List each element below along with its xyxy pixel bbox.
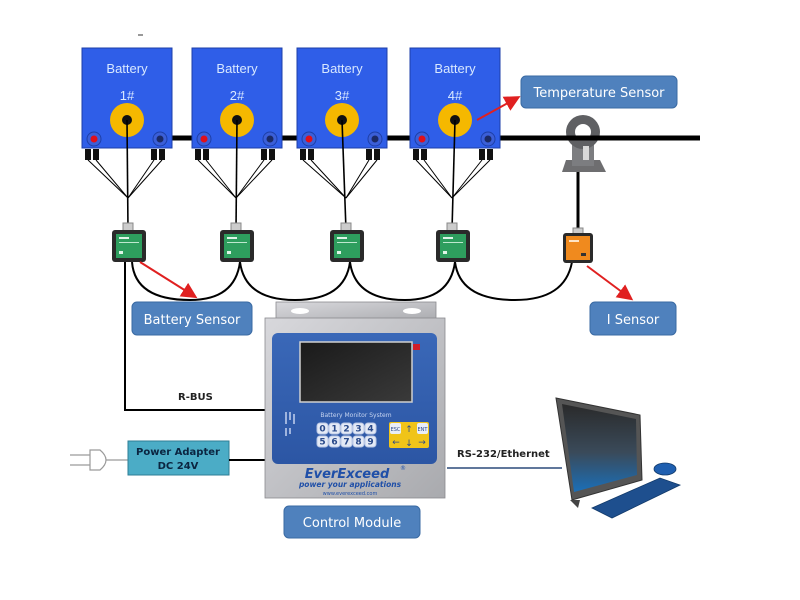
power-adapter-voltage: DC 24V — [158, 461, 199, 472]
battery-number: 3# — [335, 88, 350, 103]
current-transducer-icon — [560, 115, 606, 232]
enter-key[interactable] — [417, 423, 428, 434]
keypad-key-label: 5 — [319, 438, 325, 448]
svg-text:ENT: ENT — [418, 427, 429, 433]
desktop-computer-icon — [555, 397, 682, 519]
sensor-wiring — [87, 119, 491, 231]
keypad-key-9[interactable] — [364, 435, 377, 448]
r-bus-line: R-BUS — [124, 262, 275, 411]
indicator-labels — [285, 412, 295, 436]
callout-arrows — [139, 96, 634, 301]
power-adapter-label: Power Adapter — [136, 447, 220, 458]
rs232-label: RS-232/Ethernet — [457, 449, 550, 460]
keypad-key-1[interactable] — [328, 422, 341, 435]
battery-sensor-arrow — [139, 261, 198, 299]
keypad-key-0[interactable] — [316, 422, 329, 435]
battery-sensor-module-3 — [330, 222, 364, 262]
callout-battery-sensor: Battery Sensor — [131, 301, 253, 336]
navigation-pad: ESC ENT ↑ ↓ ← → — [389, 422, 429, 449]
current-sensor-module — [563, 227, 593, 263]
battery-sensor-label: Battery Sensor — [144, 313, 241, 328]
registered-mark: ® — [400, 465, 406, 472]
positive-terminal-icon — [305, 135, 313, 143]
i-sensor-label: I Sensor — [607, 313, 660, 328]
keypad-key-7[interactable] — [340, 435, 353, 448]
power-adapter-box — [127, 440, 230, 476]
positive-terminal-icon — [90, 135, 98, 143]
negative-terminal-icon — [266, 135, 274, 143]
negative-terminal-icon — [484, 135, 492, 143]
keypad-key-3[interactable] — [352, 422, 365, 435]
power-supply: Power Adapter DC 24V — [70, 440, 272, 476]
battery-label: Battery — [216, 61, 258, 76]
keypad-key-label: 2 — [343, 425, 349, 435]
callout-control-module: Control Module — [283, 505, 421, 539]
battery-number: 2# — [230, 88, 245, 103]
keypad-key-label: 7 — [343, 438, 349, 448]
negative-terminal-icon — [371, 135, 379, 143]
i-sensor-arrow — [586, 265, 634, 301]
up-arrow-key[interactable]: ↑ — [405, 425, 413, 435]
power-plug-icon — [70, 449, 128, 471]
brand-tagline: power your applications — [298, 480, 402, 489]
keypad-key-label: 4 — [367, 425, 373, 435]
brand-website: www.everexceed.com — [323, 491, 378, 497]
keypad-key-8[interactable] — [352, 435, 365, 448]
battery-sensor-module-2 — [220, 222, 254, 262]
mouse-icon — [653, 462, 677, 476]
battery-3: Battery 3# — [296, 47, 388, 160]
keypad-key-label: 6 — [331, 438, 337, 448]
negative-terminal-icon — [156, 135, 164, 143]
esc-key[interactable] — [390, 423, 401, 434]
positive-terminal-icon — [200, 135, 208, 143]
battery-label: Battery — [106, 61, 148, 76]
r-bus-chain — [131, 261, 573, 302]
keypad-key-5[interactable] — [316, 435, 329, 448]
keypad-key-6[interactable] — [328, 435, 341, 448]
callout-temperature-sensor: Temperature Sensor — [520, 75, 678, 109]
temperature-sensor-label: Temperature Sensor — [532, 86, 665, 101]
keypad-key-label: 8 — [355, 438, 361, 448]
right-arrow-key[interactable]: → — [418, 438, 426, 448]
keyboard-icon — [591, 477, 682, 519]
keypad-key-label: 0 — [319, 425, 325, 435]
rs232-link: RS-232/Ethernet — [447, 449, 562, 469]
temperature-sensor-arrow — [476, 96, 521, 121]
sensor-modules — [112, 222, 593, 263]
battery-1: Battery 1# — [81, 47, 173, 160]
callout-i-sensor: I Sensor — [589, 301, 677, 336]
left-arrow-key[interactable]: ← — [392, 438, 400, 448]
battery-number: 1# — [120, 88, 135, 103]
battery-bank: Battery 1# Battery 2# Battery 3# Battery 4# — [81, 47, 501, 160]
keypad-key-4[interactable] — [364, 422, 377, 435]
control-module-label: Control Module — [303, 516, 401, 531]
r-bus-label: R-BUS — [178, 392, 213, 403]
keypad-key-label: 1 — [331, 425, 337, 435]
positive-terminal-icon — [418, 135, 426, 143]
battery-label: Battery — [321, 61, 363, 76]
svg-text:ESC: ESC — [391, 427, 401, 433]
lcd-screen — [299, 341, 413, 403]
keypad-key-2[interactable] — [340, 422, 353, 435]
battery-sensor-module-1 — [112, 222, 146, 262]
keypad-key-label: 9 — [367, 438, 373, 448]
keypad-key-label: 3 — [355, 425, 361, 435]
brand-name: EverExceed — [305, 467, 390, 482]
battery-label: Battery — [434, 61, 476, 76]
status-led — [413, 344, 420, 350]
battery-sensor-module-4 — [436, 222, 470, 262]
down-arrow-key[interactable]: ↓ — [405, 439, 413, 449]
panel-title: Battery Monitor System — [320, 412, 391, 419]
battery-number: 4# — [448, 88, 463, 103]
